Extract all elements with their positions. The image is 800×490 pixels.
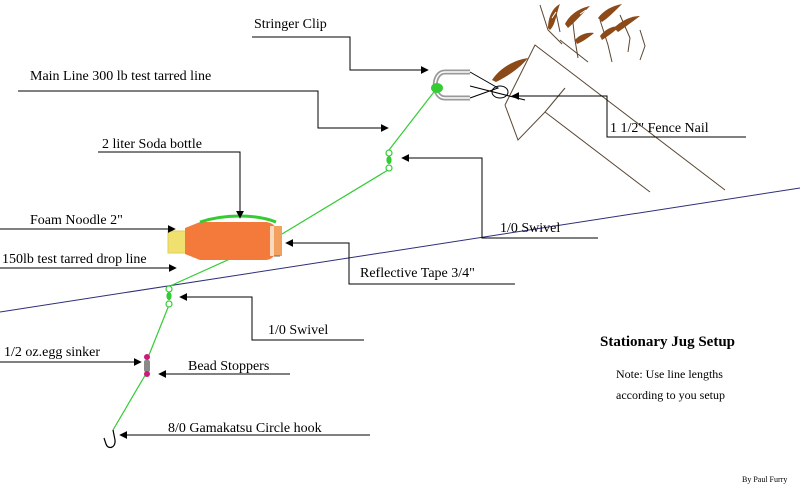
label-stringer-clip: Stringer Clip	[254, 17, 327, 32]
note-line-2: according to you setup	[616, 388, 725, 402]
leader-swivel-top	[401, 154, 598, 239]
note-line-1: Note: Use line lengths	[616, 367, 723, 381]
label-fence-nail: 1 1/2" Fence Nail	[610, 121, 709, 136]
tree-branch	[504, 4, 726, 193]
circle-hook-icon	[103, 429, 116, 449]
label-swivel-bottom: 1/0 Swivel	[268, 323, 328, 338]
label-sinker: 1/2 oz.egg sinker	[4, 345, 100, 360]
label-main-line: Main Line 300 lb test tarred line	[30, 69, 211, 84]
leader-reflective-tape	[285, 239, 515, 285]
top-swivel-icon	[385, 149, 393, 172]
label-foam-noodle: Foam Noodle 2"	[30, 213, 123, 228]
leader-soda-bottle	[98, 151, 244, 219]
label-swivel-top: 1/0 Swivel	[500, 221, 560, 236]
leader-swivel-bottom	[179, 293, 364, 341]
label-reflective-tape: Reflective Tape 3/4"	[360, 266, 475, 281]
leader-main-line	[18, 90, 389, 132]
sinker-icon	[144, 354, 150, 377]
bottom-swivel-icon	[165, 285, 173, 308]
label-drop-line: 150lb test tarred drop line	[2, 252, 147, 267]
water-surface	[0, 187, 800, 313]
soda-bottle-icon	[185, 214, 282, 260]
twig-tips-icon	[551, 9, 587, 19]
diagram-title: Stationary Jug Setup	[600, 334, 735, 350]
label-soda-bottle: 2 liter Soda bottle	[102, 137, 202, 152]
leader-fence-nail	[511, 92, 746, 138]
callout-lines	[0, 36, 746, 439]
leader-stringer-clip	[252, 36, 429, 74]
label-circle-hook: 8/0 Gamakatsu Circle hook	[168, 421, 322, 436]
stringer-clip-icon	[431, 69, 500, 101]
label-bead-stoppers: Bead Stoppers	[188, 359, 269, 374]
leaves-icon	[492, 4, 640, 82]
credit-text: By Paul Furry	[742, 475, 787, 484]
